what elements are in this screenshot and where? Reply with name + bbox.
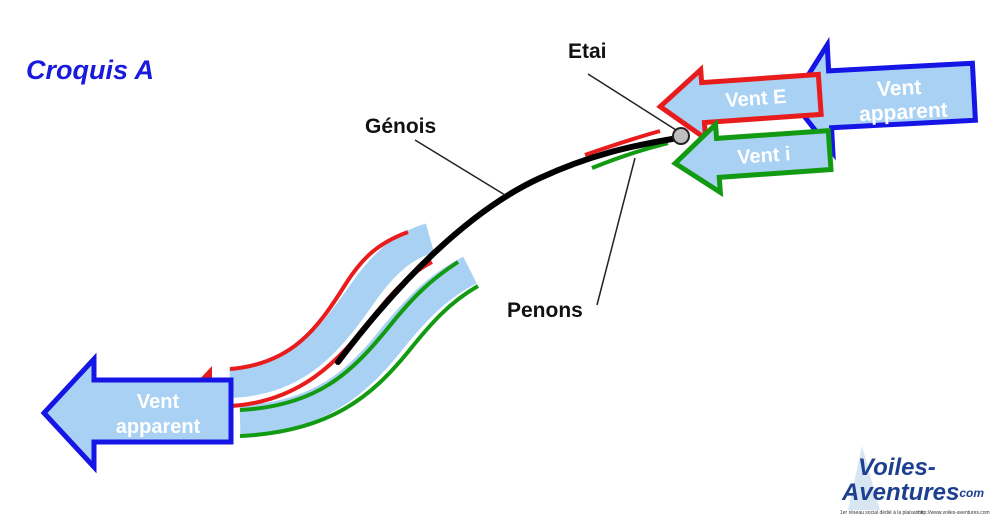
logo-url: http://www.voiles-aventures.com (918, 510, 990, 516)
logo-tagline: 1er réseau social dédié à la plaisance (840, 510, 924, 516)
vent-e-label: Vent E (725, 86, 788, 112)
penons-label: Penons (507, 299, 583, 322)
exterior-flow-band (228, 223, 435, 398)
etai-label: Etai (568, 40, 607, 63)
diagram-title: Croquis A (26, 55, 154, 85)
penon-exterior (584, 129, 661, 157)
etai-circle (672, 127, 690, 145)
genois-label: Génois (365, 115, 436, 138)
interior-flow-band (239, 256, 477, 435)
exterior-streamline (229, 230, 409, 371)
penon-interior (591, 141, 669, 170)
apparent-wind-arrow-left (40, 352, 234, 474)
interior-streamline-outer (239, 284, 479, 438)
apparent-wind-left-line1: Vent (137, 391, 180, 413)
penons-leader (596, 157, 636, 306)
logo-line2: Aventures (841, 479, 959, 506)
vent-i-label: Vent i (737, 143, 792, 169)
apparent-wind-right-line2: apparent (859, 99, 949, 127)
vent-i-arrow (671, 118, 834, 198)
logo-line1: Voiles- (858, 454, 936, 481)
apparent-wind-left-line2: apparent (116, 416, 201, 438)
logo-sail-icon (848, 446, 880, 510)
vent-e-arrow (656, 64, 824, 144)
etai-leader (587, 73, 677, 131)
genois-sail (335, 135, 681, 365)
interior-streamline (239, 260, 460, 412)
logo-suffix: .com (956, 486, 984, 500)
voiles-aventures-logo: Voiles- Aventures .com 1er réseau social… (840, 446, 990, 516)
genois-leader (414, 139, 506, 196)
apparent-wind-right-line1: Vent (876, 76, 922, 101)
